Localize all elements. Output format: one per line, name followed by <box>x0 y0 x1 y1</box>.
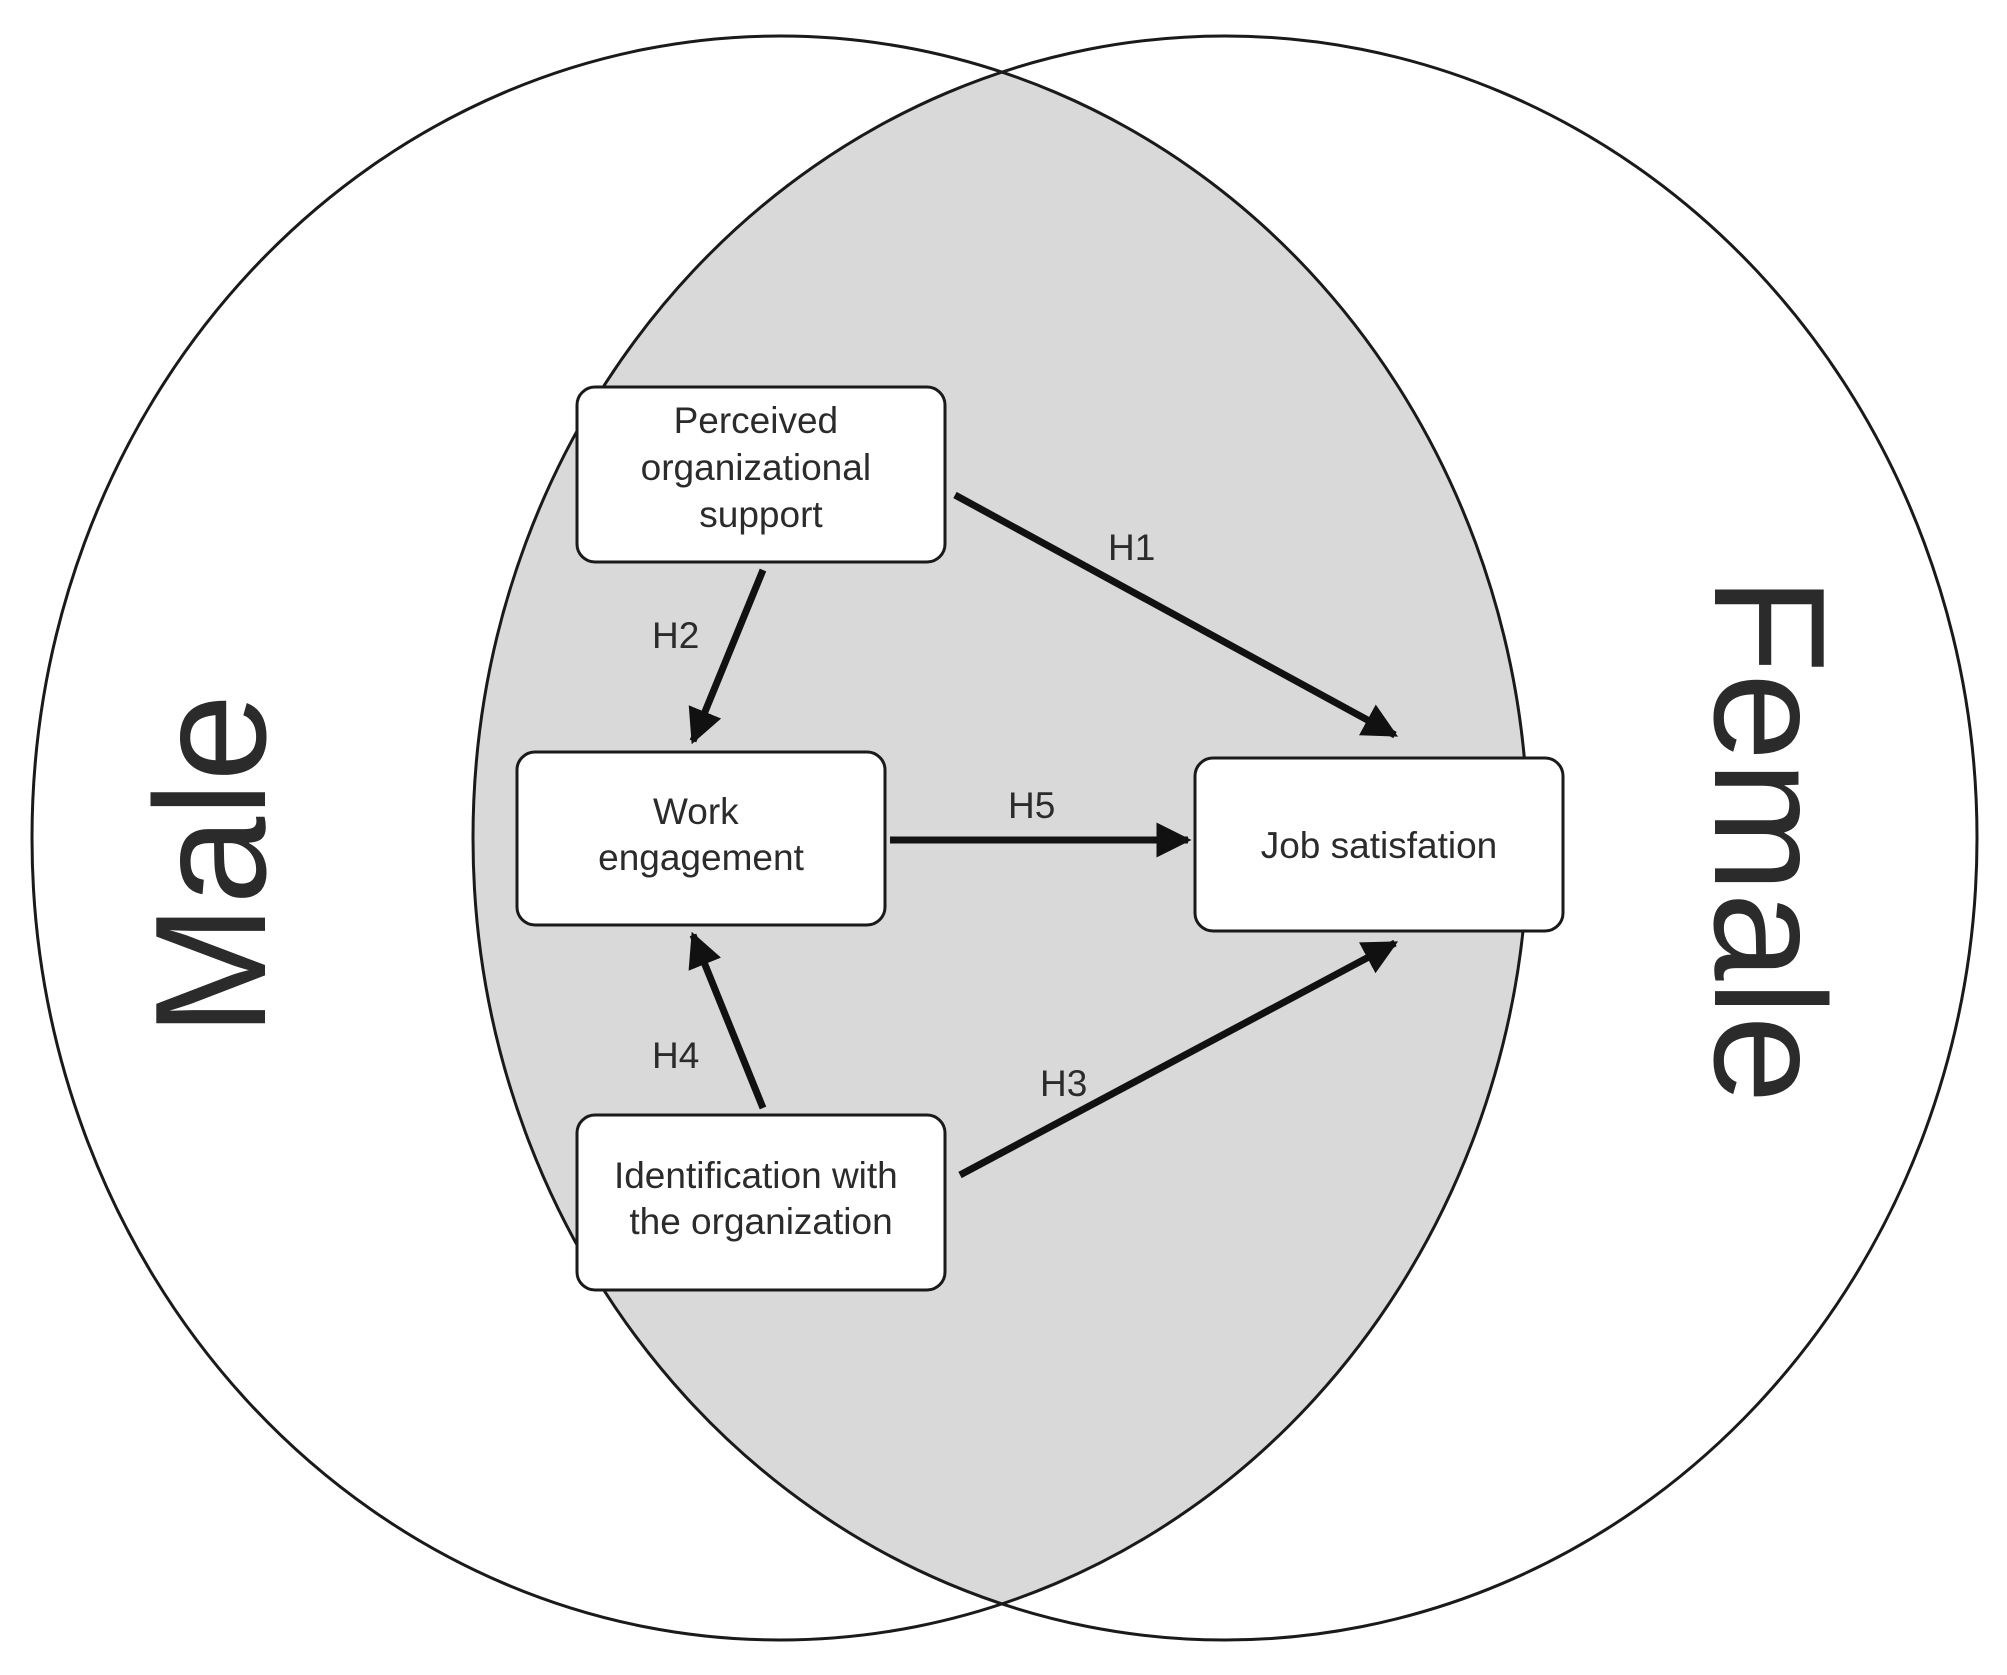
male-label: Male <box>123 694 299 1036</box>
box-perceived-organizational-support: Perceived organizational support <box>575 385 947 564</box>
path-label-h4: H4 <box>652 1035 699 1076</box>
svg-text:Identification with the: Identification with the organization <box>614 1155 908 1242</box>
female-label: Female <box>1681 577 1857 1104</box>
svg-text:Job satisfation: Job satisfation <box>1261 825 1498 866</box>
path-label-h2: H2 <box>652 615 699 656</box>
arrow-h3 <box>958 939 1399 1179</box>
box-work-engagement: Work engagement <box>515 750 887 927</box>
box-identification-with-organization: Identification with the organization <box>575 1113 947 1292</box>
arrow-h4 <box>688 931 767 1110</box>
path-label-h5: H5 <box>1008 785 1055 826</box>
arrow-h1 <box>953 491 1399 739</box>
box-job-satisfaction: Job satisfation <box>1193 756 1565 933</box>
arrow-h2 <box>688 568 767 745</box>
female-circle <box>471 34 1979 1642</box>
svg-text:Work engagement: Work engagement <box>598 791 804 878</box>
path-label-h3: H3 <box>1040 1063 1087 1104</box>
svg-text:Perceived organizational: Perceived organizational support <box>641 400 882 535</box>
path-label-h1: H1 <box>1108 527 1155 568</box>
